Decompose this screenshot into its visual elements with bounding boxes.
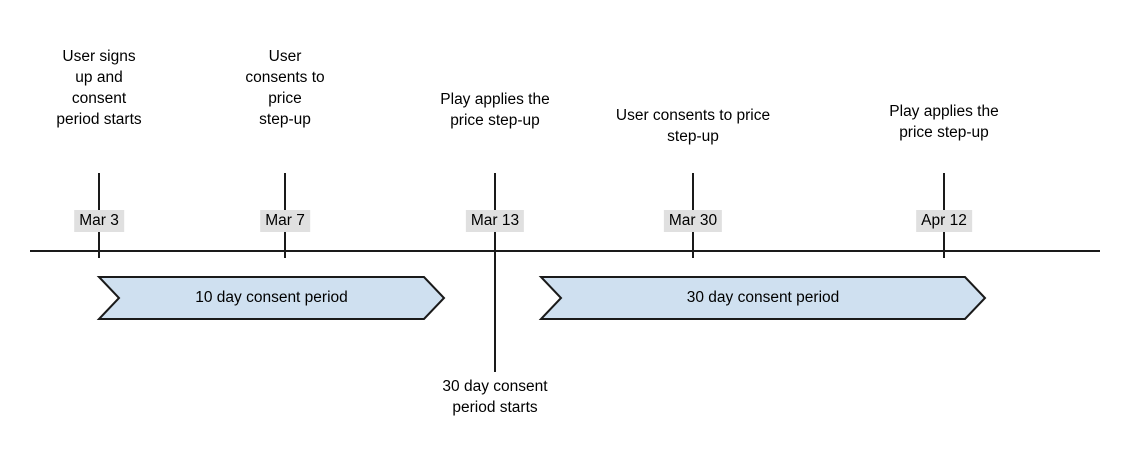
date-chip-mar-30: Mar 30 (663, 210, 723, 232)
event-label-mar-30: User consents to price step-up (615, 107, 771, 145)
event-label-mar-3: User signs up and consent period starts (56, 48, 142, 128)
band-30-day-consent-period: 30 day consent period (538, 276, 987, 320)
band-10-day-consent-period: 10 day consent period (96, 276, 446, 320)
event-label-apr-12: Play applies the price step-up (889, 103, 999, 141)
band-shape-30-day (538, 276, 987, 320)
event-label-mar-13: Play applies the price step-up (440, 91, 550, 129)
band-polygon (96, 276, 446, 320)
event-label-mar-7: User consents to price step-up (245, 48, 325, 128)
tick-mar-13-below (494, 250, 496, 372)
band-polygon (538, 276, 987, 320)
band-shape-10-day (96, 276, 446, 320)
date-chip-mar-3: Mar 3 (74, 210, 124, 232)
date-chip-mar-13: Mar 13 (465, 210, 525, 232)
below-label-30-day-start: 30 day consent period starts (442, 378, 548, 416)
timeline-axis (30, 250, 1100, 252)
date-chip-mar-7: Mar 7 (260, 210, 310, 232)
date-chip-apr-12: Apr 12 (916, 210, 972, 232)
